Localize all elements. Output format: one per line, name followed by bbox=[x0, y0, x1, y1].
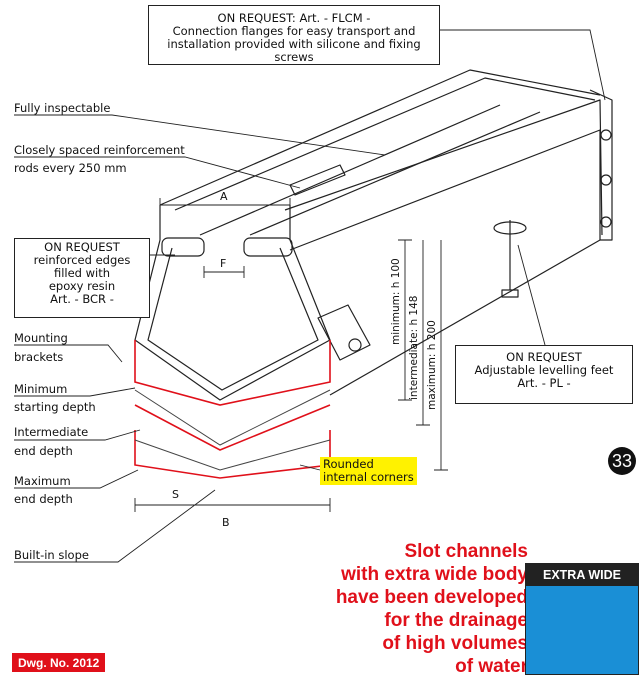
page-number: 33 bbox=[608, 447, 636, 475]
edge-cap-left bbox=[161, 237, 205, 257]
dimension-a: A bbox=[220, 190, 228, 203]
leader-note bbox=[299, 464, 321, 471]
dimension-min-height: minimum: h 100 bbox=[390, 258, 402, 345]
label-built-in-slope: Built-in slope bbox=[14, 548, 89, 562]
dimension-f: F bbox=[220, 257, 227, 270]
levelling-foot-plate bbox=[493, 221, 527, 235]
dimension-b: B bbox=[222, 516, 230, 529]
leader-inspectable bbox=[14, 114, 386, 156]
section-inner bbox=[147, 247, 319, 391]
label-maximum-2: end depth bbox=[14, 492, 73, 506]
flange-hole-2 bbox=[600, 174, 612, 186]
headline-line: with extra wide body bbox=[341, 564, 528, 585]
dim-b-line bbox=[134, 498, 331, 512]
dimension-intermediate-height: intermediate: h 148 bbox=[408, 295, 420, 400]
leader-feet bbox=[517, 244, 546, 346]
label-intermediate-2: end depth bbox=[14, 444, 73, 458]
label-mounting-1: Mounting bbox=[14, 331, 68, 345]
channel-top-edge-inner bbox=[174, 77, 596, 211]
levelling-foot-base bbox=[501, 289, 519, 298]
dim-max-line bbox=[434, 240, 448, 471]
channel-slot-edge-2 bbox=[249, 111, 541, 236]
rounded-corners-note: Rounded internal corners bbox=[320, 457, 417, 485]
channel-body-bottom bbox=[329, 239, 601, 396]
inner-profile-1 bbox=[134, 389, 331, 446]
dimension-max-height: maximum: h 200 bbox=[426, 320, 438, 410]
flange-hole-3 bbox=[600, 216, 612, 228]
label-reinforcement-rods-2: rods every 250 mm bbox=[14, 161, 127, 175]
channel-body-right bbox=[289, 129, 601, 251]
bracket-hole bbox=[348, 338, 362, 352]
leader-mounting bbox=[14, 344, 123, 363]
reinforcement-rod bbox=[289, 164, 346, 196]
headline-line: have been developed bbox=[335, 587, 528, 608]
headline-line: of high volumes bbox=[382, 633, 528, 654]
dim-min-line bbox=[398, 239, 412, 401]
end-flange bbox=[589, 89, 613, 241]
label-reinforcement-rods-1: Closely spaced reinforcement bbox=[14, 143, 185, 157]
headline-line: Slot channels bbox=[404, 541, 528, 562]
leader-flanges bbox=[438, 29, 606, 101]
channel-slot-edge-1 bbox=[199, 104, 501, 236]
label-mounting-2: brackets bbox=[14, 350, 64, 364]
label-minimum-1: Minimum bbox=[14, 382, 68, 396]
leader-rods bbox=[14, 156, 301, 189]
inner-profile-2 bbox=[134, 439, 331, 471]
channel-top-edge-right bbox=[284, 99, 603, 236]
dim-int-line bbox=[416, 240, 430, 426]
dimension-s: S bbox=[172, 488, 179, 501]
label-intermediate-1: Intermediate bbox=[14, 425, 89, 439]
mounting-bracket bbox=[317, 304, 371, 361]
flanges-callout: ON REQUEST: Art. - FLCM - Connection fla… bbox=[148, 5, 440, 65]
section-outer bbox=[134, 205, 331, 401]
label-fully-inspectable: Fully inspectable bbox=[14, 101, 111, 115]
label-maximum-1: Maximum bbox=[14, 474, 71, 488]
levelling-feet-callout: ON REQUEST Adjustable levelling feet Art… bbox=[455, 345, 633, 404]
extra-wide-badge: EXTRA WIDE bbox=[525, 563, 639, 675]
flange-hole-1 bbox=[600, 129, 612, 141]
dim-f-line bbox=[203, 266, 245, 278]
profile-intermediate bbox=[134, 404, 331, 451]
leader-intermediate bbox=[14, 429, 141, 441]
headline-line: for the drainage bbox=[384, 610, 528, 631]
reinforced-edges-callout: ON REQUEST reinforced edges filled with … bbox=[14, 238, 150, 318]
dim-a-line bbox=[159, 198, 291, 212]
leader-maximum bbox=[14, 469, 139, 489]
badge-title: EXTRA WIDE bbox=[526, 564, 638, 586]
headline-line: of water bbox=[455, 656, 528, 677]
label-minimum-2: starting depth bbox=[14, 400, 96, 414]
leader-minimum bbox=[14, 387, 136, 397]
drawing-number: Dwg. No. 2012 bbox=[12, 653, 106, 672]
leader-slope bbox=[14, 489, 216, 563]
headline-text: Slot channels with extra wide body have … bbox=[268, 540, 528, 678]
profile-minimum bbox=[134, 340, 331, 406]
channel-top-edge-left bbox=[159, 69, 601, 206]
profile-maximum bbox=[134, 430, 331, 479]
edge-cap-right bbox=[243, 237, 293, 257]
